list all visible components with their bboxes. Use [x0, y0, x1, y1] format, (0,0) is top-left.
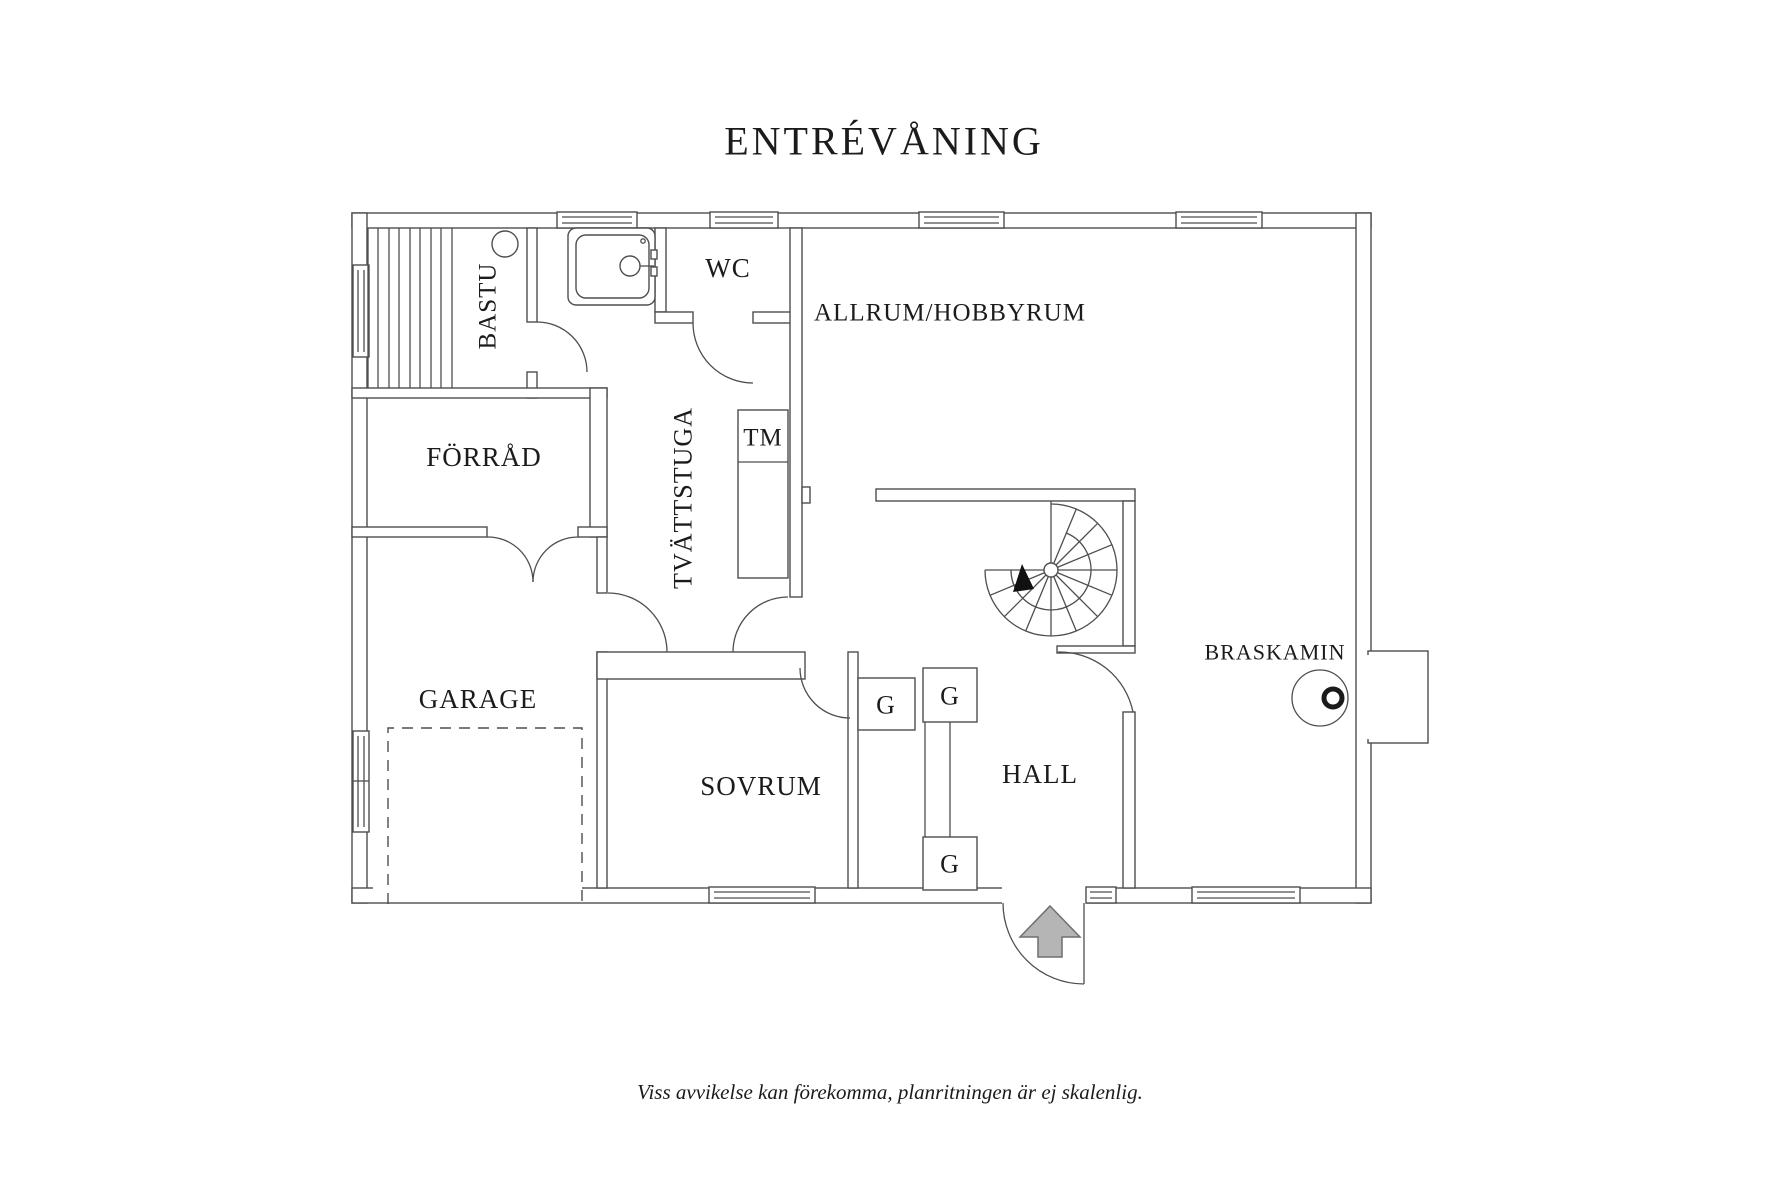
window	[709, 211, 779, 229]
windows	[352, 211, 1301, 904]
room-label-forrad: FÖRRÅD	[426, 442, 542, 472]
room-label-garage: GARAGE	[419, 684, 538, 714]
wc-door	[692, 322, 754, 384]
closet-label-g1: G	[876, 691, 896, 720]
spiral-staircase-icon	[984, 501, 1118, 637]
label-braskamin: BRASKAMIN	[1204, 640, 1345, 665]
window	[918, 211, 1005, 229]
washing-machine	[737, 409, 789, 579]
room-label-allrum: ALLRUM/HOBBYRUM	[814, 300, 1086, 327]
closet-g1-box	[857, 677, 916, 731]
forrad-double-door-right	[532, 536, 579, 583]
entrance-door-swing	[1002, 902, 1085, 985]
room-label-tvattstuga: TVÄTTSTUGA	[669, 407, 698, 589]
fixture-label-tm: TM	[743, 425, 783, 452]
window	[1085, 886, 1117, 904]
window	[1191, 886, 1301, 904]
room-label-bastu: BASTU	[475, 263, 502, 350]
closet-label-g2: G	[940, 682, 960, 711]
tvattstuga-west-door	[607, 592, 668, 653]
interior-walls	[351, 227, 1136, 889]
disclaimer-caption: Viss avvikelse kan förekomma, planritnin…	[637, 1080, 1143, 1104]
garage-parking-outline	[387, 727, 583, 904]
tvattstuga-east-door	[732, 596, 789, 653]
room-label-hall: HALL	[1002, 759, 1078, 789]
room-label-sovrum: SOVRUM	[700, 771, 822, 801]
window	[1175, 211, 1263, 229]
window	[352, 264, 370, 358]
bastu-door	[536, 321, 588, 373]
closet-label-g3: G	[940, 850, 960, 879]
entrance-arrow-icon	[1018, 904, 1082, 958]
closet-g3-box	[922, 836, 978, 891]
window	[556, 211, 638, 229]
window	[352, 730, 370, 833]
fireplace-icon	[1291, 669, 1349, 727]
window	[708, 886, 816, 904]
sovrum-door	[799, 667, 851, 719]
closets	[857, 667, 978, 891]
sauna-stove-icon	[491, 230, 519, 258]
shower-icon	[567, 227, 658, 306]
stair-direction-arrow	[1013, 564, 1034, 592]
hall-door	[1057, 651, 1134, 713]
doors	[486, 321, 1134, 985]
page-title: ENTRÉVÅNING	[724, 119, 1044, 164]
closet-g2-box	[922, 667, 978, 723]
chimney-niche	[1367, 650, 1429, 744]
room-label-wc: WC	[705, 253, 751, 283]
sauna-benches	[367, 228, 453, 388]
forrad-double-door-left	[486, 536, 534, 583]
